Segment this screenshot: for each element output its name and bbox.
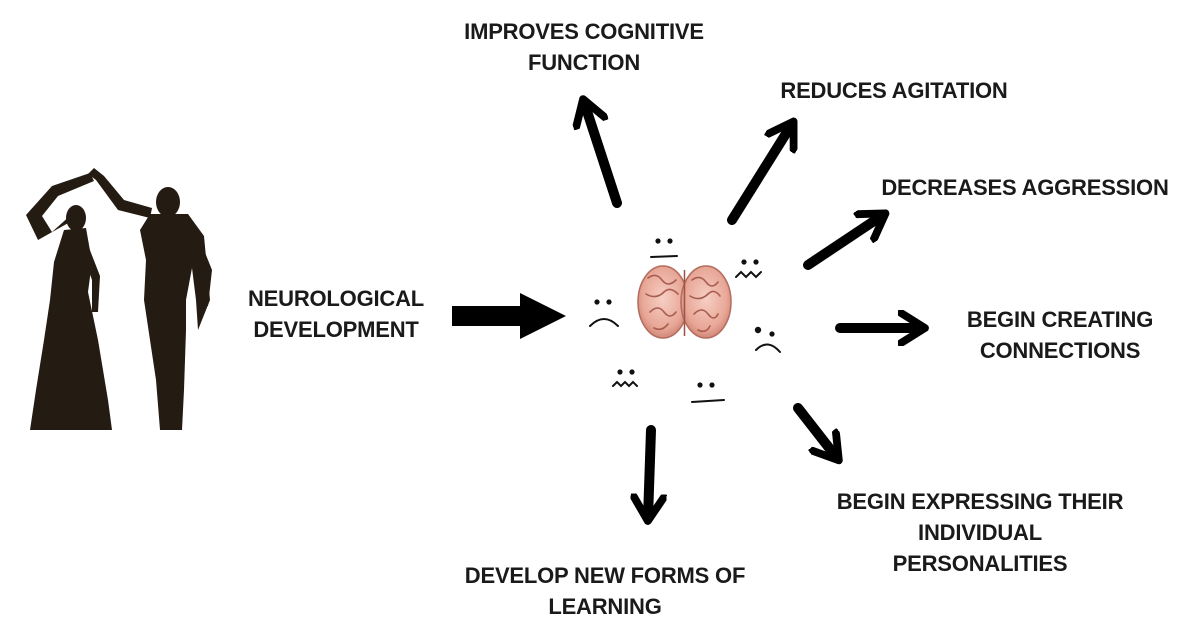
sad-face-icon [735,259,762,279]
outcome-personalities-label: BEGIN EXPRESSING THEIR INDIVIDUAL PERSON… [812,486,1148,579]
source-arrow [452,293,566,339]
dancing-couple-silhouette-icon [26,168,212,430]
outcome-cognitive-label: IMPROVES COGNITIVE FUNCTION [424,16,744,78]
arrow-to-aggression [803,215,883,270]
source-label-line: NEUROLOGICAL [247,286,425,311]
outcome-learning-label: DEVELOP NEW FORMS OF LEARNING [430,560,780,622]
sad-face-icon [691,382,725,403]
outcome-label-line: INDIVIDUAL [918,520,1042,545]
outcome-arrows [584,102,922,518]
sad-face-icon [589,299,619,327]
outcome-label-line: BEGIN CREATING [966,307,1154,332]
brain-icon [637,265,732,339]
outcome-aggression-label: DECREASES AGGRESSION [860,172,1190,203]
source-label: NEUROLOGICAL DEVELOPMENT [226,283,446,345]
sad-face-icons [589,238,781,403]
outcome-label-line: IMPROVES COGNITIVE [464,19,704,44]
sad-face-icon [650,238,678,258]
arrow-to-agitation [727,124,792,225]
arrow-to-personalities [793,403,837,458]
outcome-label-line: DEVELOP NEW FORMS OF [464,563,746,588]
outcome-label-line: PERSONALITIES [892,551,1068,576]
sad-face-icon [754,326,781,353]
outcome-label-line: REDUCES AGITATION [780,78,1008,103]
outcome-label-line: FUNCTION [527,50,641,75]
outcome-label-line: BEGIN EXPRESSING THEIR [836,489,1124,514]
outcome-label-line: DECREASES AGGRESSION [881,175,1169,200]
arrow-to-cognitive [584,102,622,208]
sad-face-icon [612,369,638,388]
outcome-label-line: CONNECTIONS [979,338,1141,363]
outcome-connections-label: BEGIN CREATING CONNECTIONS [930,304,1190,366]
outcome-label-line: LEARNING [548,594,662,619]
source-label-line: DEVELOPMENT [253,317,419,342]
arrow-to-learning [648,425,651,518]
outcome-agitation-label: REDUCES AGITATION [744,75,1044,106]
